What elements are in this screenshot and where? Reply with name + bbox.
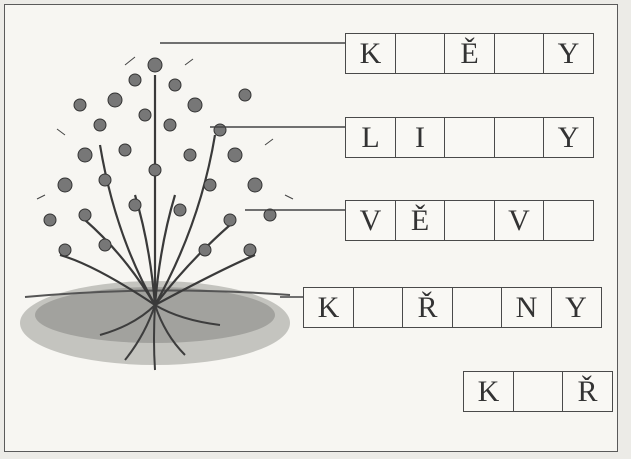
letter-box[interactable]: Ř	[402, 287, 453, 328]
letter-box[interactable]: I	[395, 117, 446, 158]
worksheet: K Ě Y L I Y V Ě V K Ř N Y K Ř	[4, 4, 618, 452]
letter-box[interactable]	[494, 117, 545, 158]
letter-box[interactable]	[444, 117, 495, 158]
letter-box[interactable]: Y	[543, 117, 594, 158]
letter-box[interactable]: N	[501, 287, 552, 328]
letter-box[interactable]	[395, 33, 446, 74]
letter-box[interactable]	[452, 287, 503, 328]
letter-box[interactable]	[494, 33, 545, 74]
letter-box[interactable]	[543, 200, 594, 241]
letter-box[interactable]: Ě	[444, 33, 495, 74]
letter-box[interactable]: L	[345, 117, 396, 158]
word-row-crown: K Ě Y	[345, 33, 594, 74]
letter-box[interactable]: V	[494, 200, 545, 241]
word-row-roots: K Ř N Y	[303, 287, 602, 328]
word-row-bush: K Ř	[463, 371, 613, 412]
letter-box[interactable]	[513, 371, 564, 412]
letter-box[interactable]: K	[303, 287, 354, 328]
letter-box[interactable]: Y	[543, 33, 594, 74]
letter-box[interactable]: Ě	[395, 200, 446, 241]
letter-box[interactable]: K	[463, 371, 514, 412]
letter-box[interactable]: K	[345, 33, 396, 74]
letter-box[interactable]: Ř	[562, 371, 613, 412]
letter-box[interactable]: V	[345, 200, 396, 241]
letter-box[interactable]	[353, 287, 404, 328]
letter-box[interactable]	[444, 200, 495, 241]
letter-box[interactable]: Y	[551, 287, 602, 328]
word-row-leaves: L I Y	[345, 117, 594, 158]
word-row-branches: V Ě V	[345, 200, 594, 241]
